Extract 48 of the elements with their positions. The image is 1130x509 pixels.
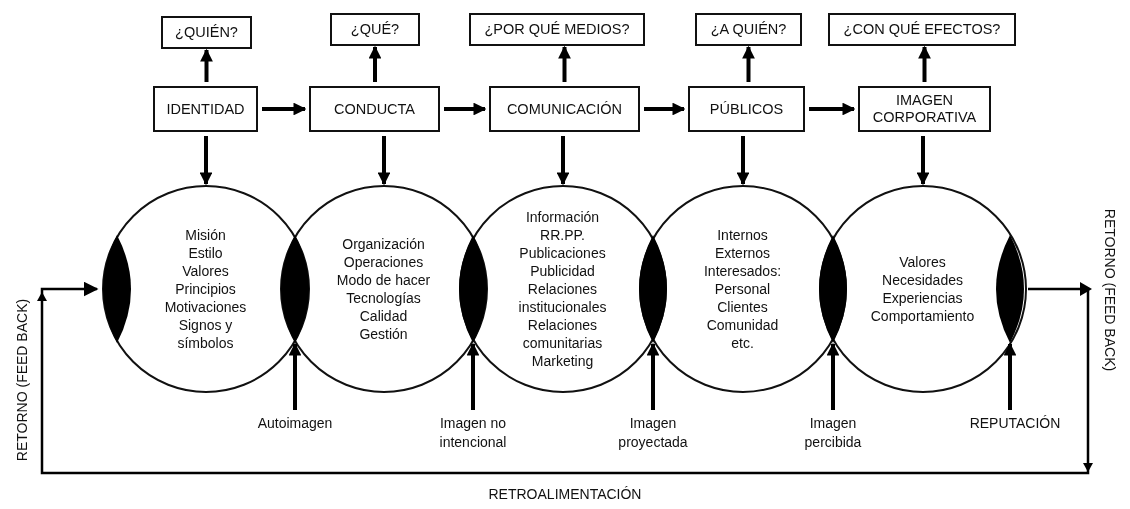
concept-box: CONDUCTA xyxy=(309,86,440,132)
concept-box: COMUNICACIÓN xyxy=(489,86,640,132)
list-item: Valores xyxy=(899,252,946,271)
list-item: Organización xyxy=(342,234,425,253)
question-box: ¿CON QUÉ EFECTOS? xyxy=(828,13,1016,46)
list-item: Principios xyxy=(175,279,236,298)
list-item: RR.PP. xyxy=(540,225,585,244)
list-item: Relaciones institucionales xyxy=(517,279,608,316)
list-item: Comunidad xyxy=(706,315,779,334)
list-item: Operaciones xyxy=(343,252,424,271)
caption-text: REPUTACIÓN xyxy=(955,414,1075,436)
concept-box: PÚBLICOS xyxy=(688,86,805,132)
list-item: Signos y símbolos xyxy=(176,315,235,352)
question-box: ¿QUIÉN? xyxy=(161,16,252,49)
list-item: Experiencias xyxy=(882,288,963,307)
list-item: Publicaciones xyxy=(519,243,606,262)
list-item: Modo de hacer xyxy=(336,270,431,289)
list-item: etc. xyxy=(731,333,754,352)
list-item: Marketing xyxy=(531,351,594,370)
list-item: Publicidad xyxy=(530,261,595,280)
list-item: Motivaciones xyxy=(164,297,247,316)
caption-text: Autoimagen xyxy=(245,414,345,436)
list-item: Estilo xyxy=(188,243,223,262)
list-item: Calidad xyxy=(359,306,408,325)
list-item: Información xyxy=(525,207,600,226)
list-item: Interesados: xyxy=(703,261,782,280)
caption-text: Imagen percibida xyxy=(788,414,878,456)
list-item: Necesidades xyxy=(882,270,963,289)
list-item: Internos xyxy=(717,225,768,244)
axis-label: RETROALIMENTACIÓN xyxy=(488,486,642,502)
list-item: Tecnologías xyxy=(346,288,421,307)
question-box: ¿POR QUÉ MEDIOS? xyxy=(469,13,645,46)
question-box: ¿A QUIÉN? xyxy=(695,13,802,46)
caption-text: Imagen proyectada xyxy=(597,414,709,456)
list-item: Gestión xyxy=(359,324,408,343)
list-item: Clientes xyxy=(717,297,768,316)
concept-box: IDENTIDAD xyxy=(153,86,258,132)
vertical-label: RETORNO (FEED BACK) xyxy=(1102,208,1118,372)
list-item: Misión xyxy=(185,225,226,244)
list-item: Valores xyxy=(182,261,229,280)
question-box: ¿QUÉ? xyxy=(330,13,420,46)
list-item: Relaciones comunitarias xyxy=(521,315,604,352)
caption-text: Imagen no intencional xyxy=(413,414,533,456)
concept-box: IMAGEN CORPORATIVA xyxy=(858,86,991,132)
list-item: Externos xyxy=(714,243,771,262)
list-item: Comportamiento xyxy=(870,306,975,325)
vertical-label: RETORNO (FEED BACK) xyxy=(14,298,30,462)
list-item: Personal xyxy=(714,279,771,298)
